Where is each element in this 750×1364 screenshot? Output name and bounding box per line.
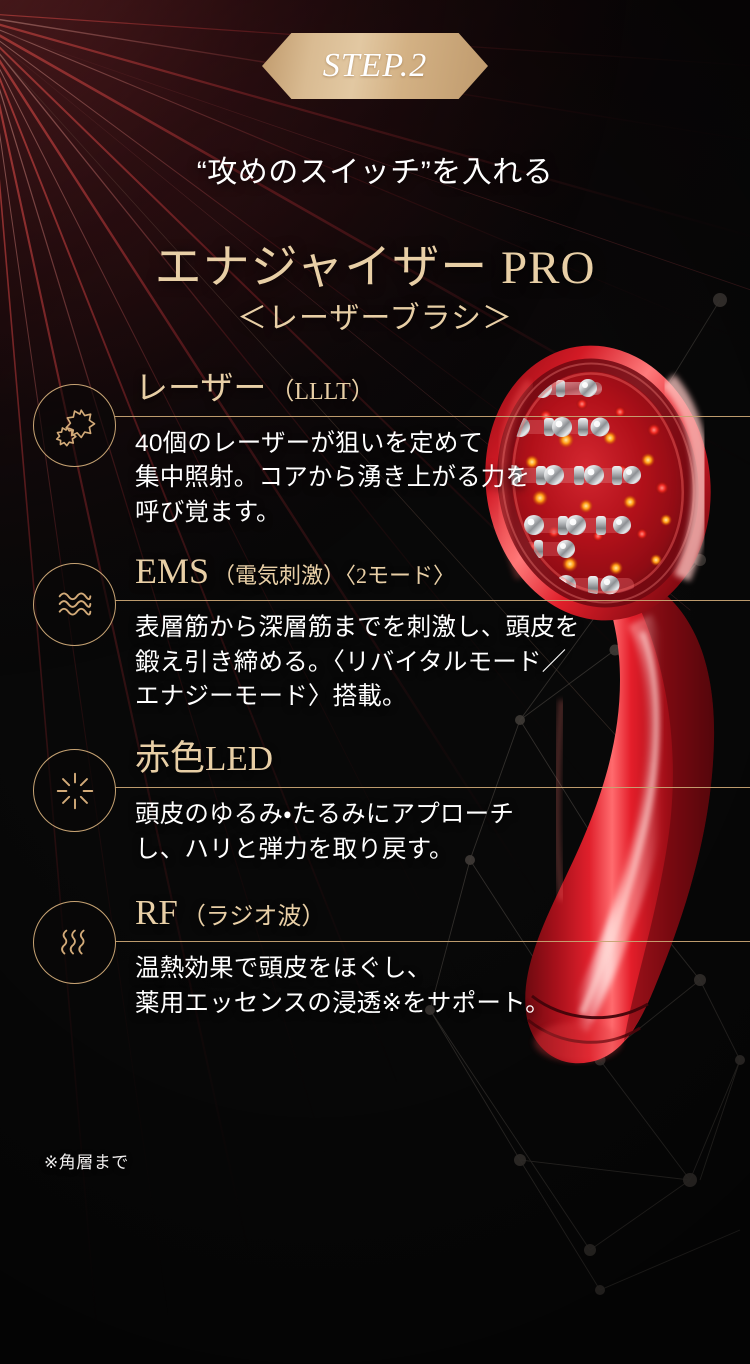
feature-divider (115, 786, 750, 788)
feature-title: EMS （電気刺激）〈2モード〉 (135, 550, 750, 591)
feature-description-line: 鍛え引き締める。〈リバイタルモード／ (135, 648, 567, 676)
product-led-array (502, 367, 688, 599)
feature-list: レーザー （LLLT） 40個のレーザーが狙いを定めて 集中照射。コアから湧き上… (0, 372, 750, 1022)
feature-title-sub: （ラジオ波） (181, 904, 326, 931)
feature-description-line: 集中照射。コアから湧き上がる力を (135, 464, 531, 492)
feature-title-sub: （LLLT） (270, 379, 375, 405)
feature-divider (115, 599, 750, 601)
feature-divider (115, 415, 750, 417)
feature-title-main: EMS (135, 550, 210, 591)
footnote: ※角層まで (44, 1153, 129, 1172)
feature-divider (115, 941, 750, 943)
feature-item-rf: RF （ラジオ波） 温熱効果で頭皮をほぐし、 薬用エッセンスの浸透※をサポート。 (0, 895, 750, 1021)
feature-description-line: 温熱効果で頭皮をほぐし、 (135, 955, 432, 983)
feature-description: 40個のレーザーが狙いを定めて 集中照射。コアから湧き上がる力を 呼び覚ます。 (135, 427, 750, 531)
feature-description-line: 薬用エッセンスの浸透※をサポート。 (135, 989, 550, 1017)
feature-title-main: レーザー (135, 371, 267, 407)
lead-heading: “攻めのスイッチ”を入れる (196, 156, 554, 189)
feature-title: 赤色LED (135, 739, 750, 779)
feature-description-line: 頭皮のゆるみ・たるみにアプローチ (135, 800, 515, 828)
feature-description: 頭皮のゆるみ・たるみにアプローチ し、ハリと弾力を取り戻す。 (135, 798, 750, 868)
product-image-laser-brush (485, 345, 715, 1064)
waves-icon (33, 562, 116, 646)
page-subtitle: ＜レーザーブラシ＞ (237, 302, 513, 335)
feature-title-main: 赤色LED (135, 739, 274, 779)
feature-item-ems: EMS （電気刺激）〈2モード〉 表層筋から深層筋までを刺激し、頭皮を 鍛え引き… (0, 550, 750, 715)
starburst-icon (33, 384, 116, 467)
feature-item-laser: レーザー （LLLT） 40個のレーザーが狙いを定めて 集中照射。コアから湧き上… (0, 372, 750, 531)
step-banner-label: STEP.2 (322, 47, 428, 84)
feature-description-line: し、ハリと弾力を取り戻す。 (135, 835, 454, 863)
feature-title: RF （ラジオ波） (135, 895, 750, 932)
feature-title-sub: （電気刺激）〈2モード〉 (213, 562, 456, 588)
step-banner: STEP.2 (262, 33, 488, 99)
feature-description-line: エナジーモード〉搭載。 (135, 683, 407, 711)
feature-description: 表層筋から深層筋までを刺激し、頭皮を 鍛え引き締める。〈リバイタルモード／ エナ… (135, 611, 750, 715)
feature-title: レーザー （LLLT） (135, 372, 750, 407)
light-rays-icon (33, 749, 116, 833)
feature-description-line: 表層筋から深層筋までを刺激し、頭皮を (135, 613, 580, 641)
feature-title-main: RF (135, 893, 178, 933)
page-title: エナジャイザー PRO (154, 242, 596, 294)
feature-item-red-led: 赤色LED 頭皮のゆるみ・たるみにアプローチ し、ハリと弾力を取り戻す。 (0, 739, 750, 868)
feature-description-line: 呼び覚ます。 (135, 499, 281, 527)
heat-waves-icon (33, 901, 116, 985)
feature-description-line: 40個のレーザーが狙いを定めて (135, 429, 484, 457)
feature-description: 温熱効果で頭皮をほぐし、 薬用エッセンスの浸透※をサポート。 (135, 952, 750, 1022)
